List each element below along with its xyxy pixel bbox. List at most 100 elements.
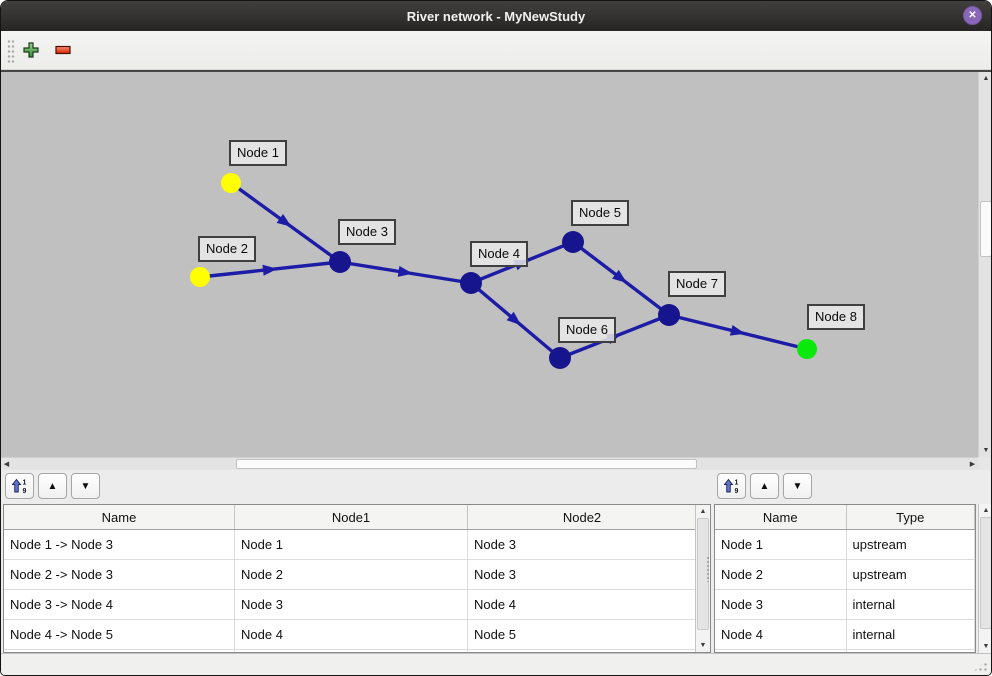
node-label: Node 6 (558, 317, 616, 343)
nodes-table-vscrollbar[interactable]: ▲ ▼ (978, 504, 991, 653)
scroll-left-button[interactable]: ◀ (1, 458, 12, 470)
node-label: Node 4 (470, 241, 528, 267)
column-header[interactable]: Node1 (235, 505, 468, 529)
sort-digit-top: 1 (22, 480, 26, 487)
column-header[interactable]: Name (715, 505, 847, 529)
table-cell: Node 3 (468, 530, 697, 559)
column-header[interactable]: Name (4, 505, 235, 529)
canvas-hscrollbar[interactable]: ◀ ▶ (1, 457, 978, 470)
node-circle[interactable] (190, 267, 210, 287)
sort-digit-top: 1 (734, 480, 738, 487)
nodes-move-down-button[interactable]: ▼ (783, 473, 812, 499)
table-cell: Node 4 (235, 620, 468, 649)
links-table-vscrollbar[interactable]: ▲ ▼ (695, 505, 710, 652)
scroll-up-button[interactable]: ▲ (696, 505, 710, 518)
scroll-down-button[interactable]: ▼ (979, 640, 991, 653)
resize-grip-icon[interactable] (973, 659, 988, 672)
table-cell: upstream (847, 560, 975, 589)
node-circle[interactable] (460, 272, 482, 294)
column-header[interactable]: Type (847, 505, 975, 529)
main-toolbar (1, 31, 991, 70)
table-cell: Node 2 -> Node 3 (4, 560, 235, 589)
node-label: Node 8 (807, 304, 865, 330)
hscroll-thumb[interactable] (236, 459, 697, 469)
table-cell: Node 1 (715, 530, 847, 559)
remove-button[interactable] (53, 40, 73, 60)
edge-arrow-icon (729, 324, 746, 336)
sort-digit-bottom: 9 (734, 488, 738, 494)
node-circle[interactable] (329, 251, 351, 273)
node-circle[interactable] (221, 173, 241, 193)
scroll-down-button[interactable]: ▼ (979, 444, 991, 457)
node-circle[interactable] (797, 339, 817, 359)
add-button[interactable] (21, 40, 41, 60)
links-move-up-button[interactable]: ▲ (38, 473, 67, 499)
titlebar: River network - MyNewStudy ✕ (1, 1, 991, 31)
edge-arrow-icon (276, 213, 292, 227)
node-label: Node 5 (571, 200, 629, 226)
scroll-right-button[interactable]: ▶ (967, 458, 978, 470)
down-triangle-icon: ▼ (80, 480, 91, 492)
close-icon: ✕ (968, 10, 977, 21)
edge-arrow-icon (506, 311, 522, 326)
node-label: Node 3 (338, 219, 396, 245)
nodes-move-up-button[interactable]: ▲ (750, 473, 779, 499)
scroll-down-icon: ▼ (982, 643, 990, 650)
table-cell: Node 4 (468, 590, 697, 619)
column-header[interactable]: Node2 (468, 505, 697, 529)
table-cell: internal (847, 590, 975, 619)
edge-arrow-icon (612, 269, 627, 284)
table-cell: Node 2 (715, 560, 847, 589)
scroll-up-icon: ▲ (982, 75, 990, 82)
vscroll-thumb[interactable] (980, 201, 991, 257)
node-circle[interactable] (562, 231, 584, 253)
table-scroll-thumb[interactable] (980, 517, 991, 629)
scroll-down-button[interactable]: ▼ (696, 639, 710, 652)
tables-splitter[interactable] (706, 556, 710, 582)
sort-digit-bottom: 9 (22, 488, 26, 494)
canvas-vscrollbar[interactable]: ▲ ▼ (978, 72, 991, 457)
node-circle[interactable] (549, 347, 571, 369)
node-circle[interactable] (658, 304, 680, 326)
scroll-up-button[interactable]: ▲ (979, 72, 991, 85)
up-triangle-icon: ▲ (47, 480, 58, 492)
sort-ascending-icon: 1 9 (11, 478, 26, 494)
links-sort-button[interactable]: 1 9 (5, 473, 34, 499)
scrollbar-corner (978, 457, 991, 470)
table-cell (4, 650, 235, 652)
scroll-up-icon: ▲ (982, 507, 990, 514)
links-move-down-button[interactable]: ▼ (71, 473, 100, 499)
node-label: Node 2 (198, 236, 256, 262)
nodes-sort-button[interactable]: 1 9 (717, 473, 746, 499)
table-cell (847, 650, 975, 652)
sort-ascending-icon: 1 9 (723, 478, 738, 494)
table-cell: upstream (847, 530, 975, 559)
toolbar-separator (1, 70, 991, 72)
close-button[interactable]: ✕ (963, 6, 982, 25)
plus-icon (23, 42, 39, 58)
table-cell: Node 4 -> Node 5 (4, 620, 235, 649)
table-cell: Node 3 (715, 590, 847, 619)
table-cell: Node 2 (235, 560, 468, 589)
toolbar-drag-handle-icon[interactable] (7, 39, 15, 63)
table-row[interactable] (715, 650, 975, 652)
up-triangle-icon: ▲ (759, 480, 770, 492)
scroll-up-button[interactable]: ▲ (979, 504, 991, 517)
scroll-up-icon: ▲ (699, 508, 707, 515)
scroll-down-icon: ▼ (982, 447, 990, 454)
